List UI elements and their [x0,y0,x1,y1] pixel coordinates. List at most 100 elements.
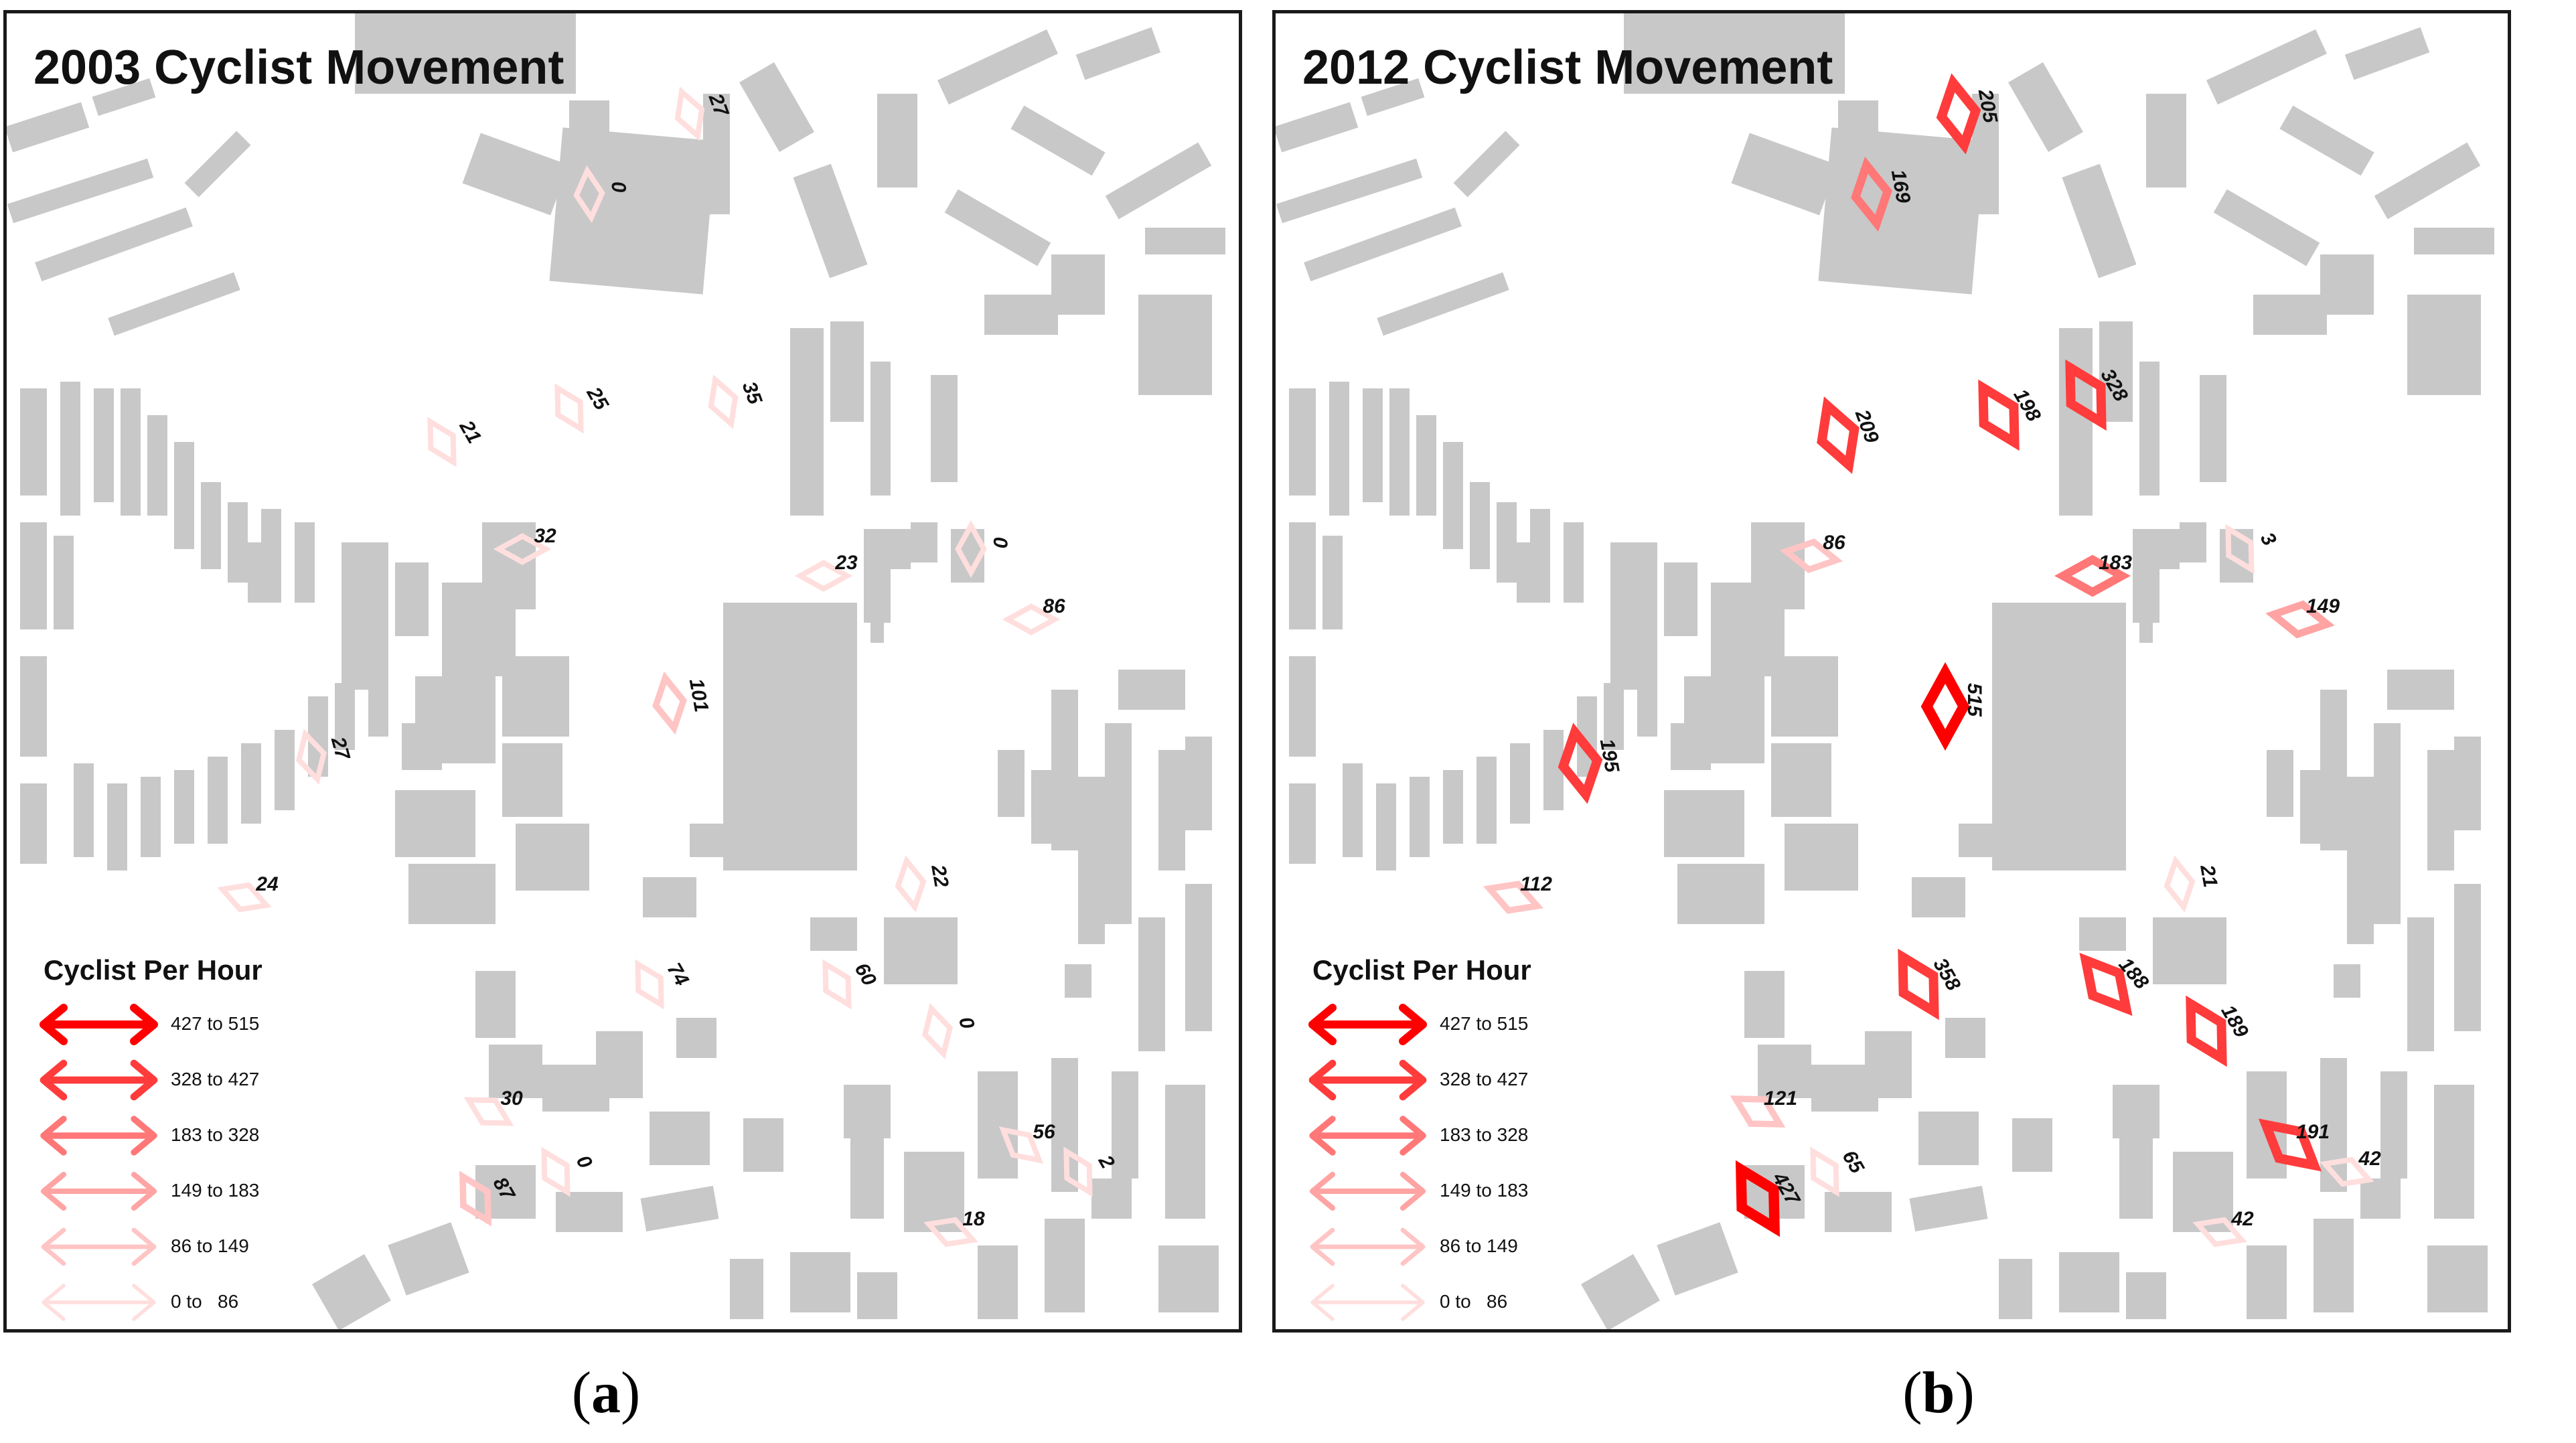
flow-count-label: 515 [1963,683,1985,717]
building [1322,536,1343,629]
flow-count-label: 121 [1764,1087,1797,1110]
flow-arrow-icon [1002,603,1061,635]
building [1758,1045,1811,1098]
flow-arrow-icon [674,86,705,141]
legend-label: 328 to 427 [171,1069,260,1089]
building [2119,1125,2153,1219]
flow-arrow-icon [459,1170,491,1227]
building [1031,770,1065,844]
building [2454,884,2481,1031]
building [2279,105,2374,176]
flow-marker [1002,603,1061,635]
building [1138,295,1212,395]
building [2374,723,2401,924]
flow-marker [1978,379,2020,451]
building [1145,228,1225,254]
building [2267,750,2293,817]
caption-letter: b [1922,1361,1955,1426]
building [1361,78,1425,117]
building [2153,917,2226,984]
building [20,388,47,496]
flow-marker [554,383,584,434]
building [1453,131,1520,198]
building [241,743,261,824]
flow-marker [541,1146,571,1197]
building [884,917,958,984]
flow-arrow-icon [794,560,853,592]
flow-arrow-icon [708,374,739,429]
legend-label: 0 to 86 [1440,1291,1508,1312]
flow-count-label: 25 [582,383,613,414]
building [1185,737,1212,830]
building [35,207,193,282]
building [1343,763,1363,857]
flow-marker [2225,524,2255,575]
flow-count-label: 86 [1823,532,1845,554]
legend-label: 183 to 328 [1440,1124,1529,1145]
building [1610,542,1657,690]
flow-arrow-icon [635,959,664,1010]
flow-count-label: 86 [1043,595,1065,617]
flow-arrow-icon [1735,1160,1781,1237]
flow-count-label: 65 [1838,1147,1869,1179]
building [489,1045,542,1098]
building [1818,127,1985,295]
building [141,777,161,857]
flow-marker [459,1170,491,1227]
flow-arrow-icon [1779,538,1843,573]
building [703,94,730,214]
building [1476,757,1497,844]
building [1909,1185,1988,1232]
building [7,102,90,153]
building [1999,1259,2032,1319]
legend-row: 0 to 86 [37,1279,338,1326]
legend-label: 149 to 183 [171,1180,260,1201]
building [1376,783,1396,870]
building [1671,723,1711,770]
flow-arrow-icon [1936,73,1981,155]
building [1010,105,1106,176]
double-arrow-icon [1310,1284,1425,1321]
flow-count-label: 149 [2306,595,2340,617]
building [1785,824,1858,891]
flow-arrow-icon [463,1097,514,1126]
building [1416,415,1436,516]
building [395,562,429,636]
building [1185,884,1212,1031]
building [556,1192,623,1232]
flow-marker [955,520,987,579]
building [174,442,194,549]
building [690,824,723,857]
flow-marker [708,374,739,429]
building [20,656,47,757]
building [1959,824,1992,857]
flow-count-label: 21 [455,416,485,447]
flow-arrow-icon [2079,952,2133,1016]
building [2300,770,2334,844]
building [739,62,814,152]
building [2206,29,2328,105]
building [94,388,114,502]
building [355,13,576,94]
building [1470,482,1490,569]
legend-row: 149 to 183 [37,1168,338,1215]
building [1091,1179,1132,1219]
building [2427,750,2454,870]
building [107,783,127,870]
building [1771,656,1838,737]
building [516,824,589,891]
panel-title: 2012 Cyclist Movement [1302,41,1833,94]
flow-arrow-icon [923,1217,978,1247]
flow-marker [794,560,853,592]
flow-arrow-icon [2320,1156,2374,1187]
building [2427,1245,2488,1312]
flow-arrow-icon [493,533,552,565]
caption-a: (a) [571,1361,641,1426]
building [1443,442,1463,549]
building [676,1018,716,1058]
building [1289,656,1316,757]
flow-count-label: 183 [2099,552,2132,574]
flow-marker [1898,948,1939,1020]
flow-count-label: 60 [850,960,881,990]
flow-count-label: 30 [500,1087,523,1110]
